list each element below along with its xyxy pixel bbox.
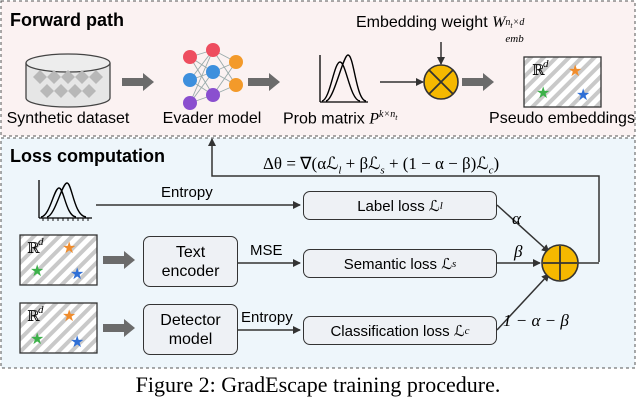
- classification-loss-text: Classification loss ℒ: [330, 322, 465, 340]
- update-part-1: Δθ = ∇(αℒ: [263, 154, 339, 173]
- model-label: Evader model: [162, 110, 262, 127]
- entropy-label-2: Entropy: [241, 309, 293, 326]
- embedding-weight-sub: emb: [505, 33, 524, 45]
- svg-text:★: ★: [62, 306, 76, 325]
- forward-section-title: Forward path: [10, 10, 125, 30]
- svg-text:★: ★: [536, 83, 550, 102]
- update-sub-s: s: [380, 164, 385, 177]
- label-loss-text: Label loss ℒ: [357, 197, 440, 215]
- classification-loss-sub: c: [464, 324, 470, 337]
- svg-text:★: ★: [70, 264, 84, 283]
- update-sub-l: l: [338, 164, 342, 177]
- svg-text:d: d: [38, 236, 44, 248]
- svg-text:★: ★: [30, 329, 44, 348]
- sum-icon: [541, 244, 579, 282]
- distribution-icon: [38, 180, 92, 221]
- prob-matrix-sup: k×n: [379, 109, 396, 120]
- svg-text:★: ★: [30, 261, 44, 280]
- svg-text:d: d: [543, 58, 549, 70]
- neural-network-icon: [183, 43, 243, 110]
- embedding-weight-text: Embedding weight: [356, 14, 488, 31]
- embedding-icon: ℝ d ★ ★ ★: [19, 234, 98, 286]
- dataset-label: Synthetic dataset: [6, 110, 130, 127]
- multiply-icon: [423, 64, 459, 100]
- embedding-weight-symbol: W: [492, 14, 506, 31]
- arrow: [496, 204, 550, 253]
- update-formula: Δθ = ∇(αℒl + βℒs + (1 − α − β)ℒc): [263, 154, 499, 176]
- svg-text:ℝ: ℝ: [27, 307, 40, 325]
- svg-text:★: ★: [70, 332, 84, 351]
- distribution-icon: [319, 54, 368, 103]
- pseudo-embeddings-label: Pseudo embeddings: [489, 110, 635, 127]
- label-loss-sub: l: [439, 199, 443, 212]
- prob-matrix-symbol: P: [369, 110, 380, 128]
- beta-label: β: [514, 242, 523, 261]
- update-part-3: + (1 − α − β)ℒ: [384, 154, 489, 173]
- block-arrow: [122, 73, 494, 91]
- svg-text:★: ★: [62, 238, 76, 257]
- detector-line-1: Detector: [160, 311, 221, 329]
- svg-text:ℝ: ℝ: [27, 239, 40, 257]
- update-path: [208, 138, 600, 262]
- svg-text:★: ★: [576, 85, 590, 104]
- semantic-loss-text: Semantic loss ℒ: [343, 255, 453, 273]
- entropy-label-1: Entropy: [161, 184, 213, 201]
- update-part-2: + βℒ: [341, 154, 381, 173]
- embedding-icon: ℝ d ★ ★ ★: [19, 302, 98, 354]
- text-encoder-line-2: encoder: [161, 262, 220, 280]
- prob-matrix-sub: t: [395, 113, 398, 122]
- detector-line-2: model: [168, 330, 213, 348]
- arrow: [496, 273, 550, 331]
- figure-caption: Figure 2: GradEscape training procedure.: [135, 372, 501, 397]
- prob-matrix-label: Prob matrix Pk×nt: [283, 109, 397, 128]
- prob-matrix-text: Prob matrix: [283, 110, 365, 128]
- pseudo-embeddings-icon: ℝ d ★ ★ ★: [523, 56, 602, 108]
- update-sub-c: c: [488, 164, 494, 177]
- embedding-weight-sup-sub: t: [510, 21, 513, 30]
- svg-text:d: d: [38, 304, 44, 316]
- database-icon: [25, 53, 111, 108]
- alpha-label: α: [512, 209, 521, 228]
- semantic-loss-sub: s: [452, 257, 457, 270]
- embedding-weight-sup-rest: ×d: [512, 17, 525, 28]
- block-arrow: [103, 251, 135, 337]
- svg-text:ℝ: ℝ: [532, 61, 545, 79]
- svg-text:★: ★: [568, 61, 582, 80]
- loss-section-title: Loss computation: [10, 146, 166, 166]
- update-part-4: ): [493, 154, 500, 173]
- mse-label: MSE: [250, 242, 283, 259]
- text-encoder-line-1: Text: [175, 243, 206, 261]
- one-minus-label: 1 − α − β: [503, 311, 569, 330]
- embedding-weight-sup: n: [505, 17, 511, 28]
